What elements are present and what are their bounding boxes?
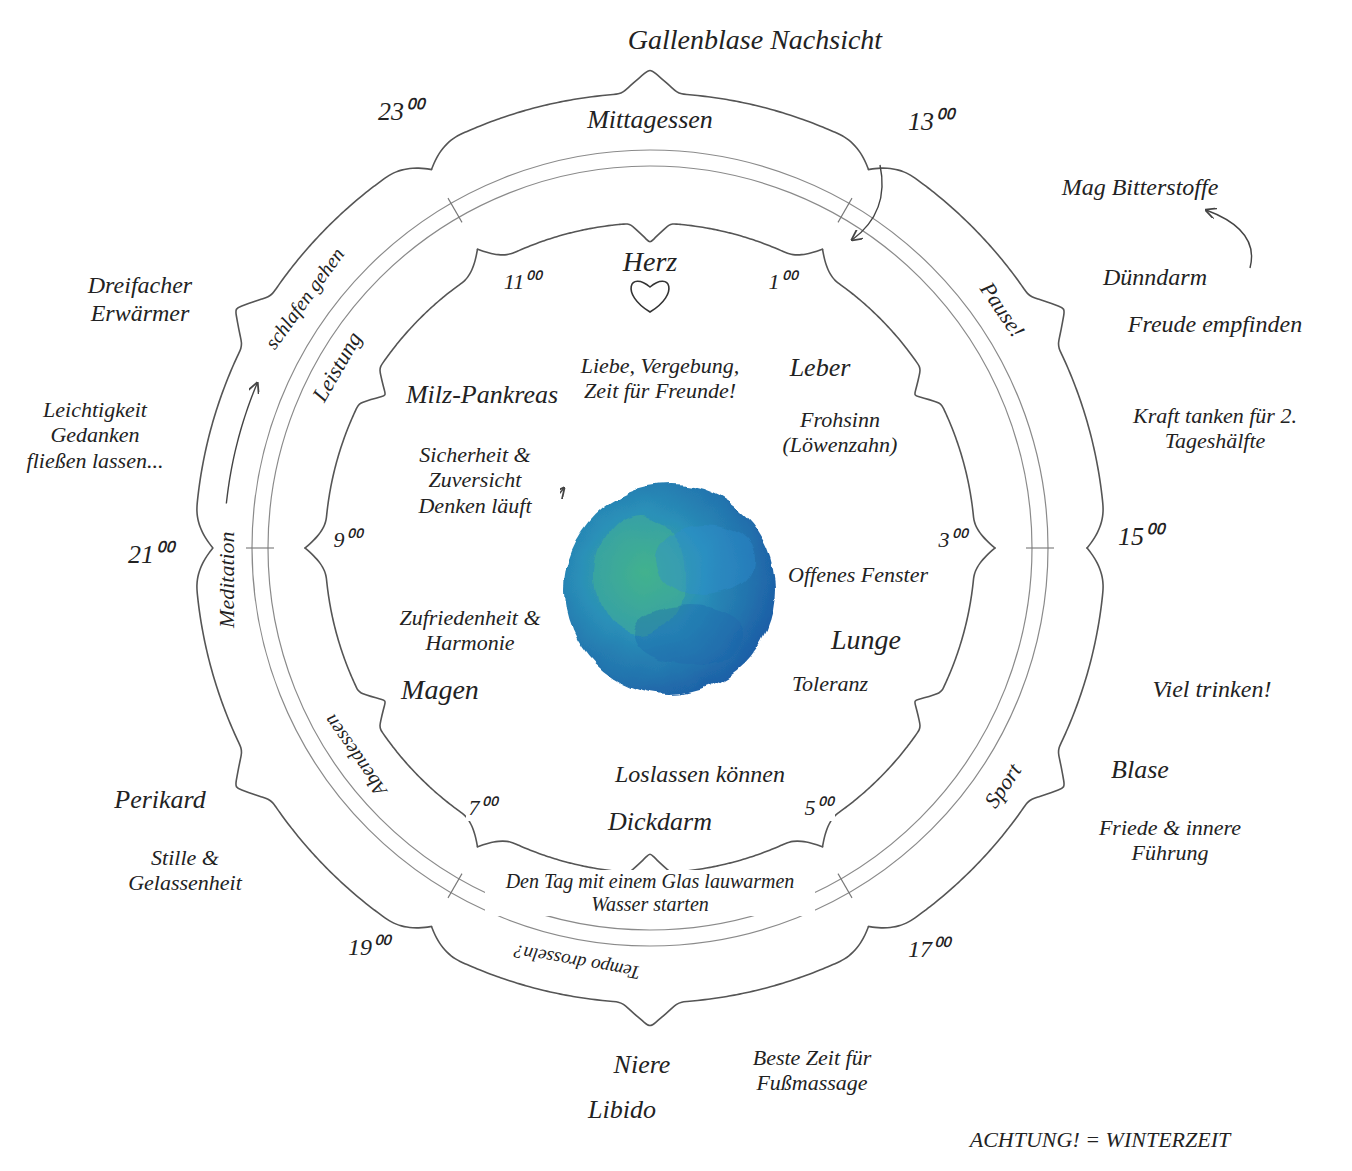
time-label: 19⁰⁰: [345, 934, 391, 962]
time-label: 11⁰⁰: [501, 269, 543, 294]
ring-note: Abendessen: [317, 707, 393, 802]
organ-name: Niere: [611, 1050, 674, 1080]
note-text: Viel trinken!: [1150, 676, 1275, 704]
quality-text: Freude empfinden: [1125, 311, 1305, 339]
note-text: Mag Bitterstoffe: [1059, 174, 1222, 202]
ring-note: Leistung: [306, 325, 369, 408]
ring-tick: [448, 874, 462, 898]
ring-tick: [838, 874, 852, 898]
note-text: Beste Zeit für Fußmassage: [722, 1045, 902, 1096]
quality-text: Liebe, Vergebung, Zeit für Freunde!: [560, 353, 760, 404]
time-label: 3⁰⁰: [936, 527, 969, 552]
time-label: 21⁰⁰: [125, 540, 175, 570]
quality-text: Zufriedenheit & Harmonie: [383, 605, 558, 656]
quality-text: Toleranz: [789, 671, 871, 696]
organ-name: Gallenblase Nachsicht: [625, 24, 885, 56]
time-label: 17⁰⁰: [905, 936, 951, 964]
inner-brace: [823, 249, 996, 548]
note-text: Offenes Fenster: [785, 562, 931, 587]
time-label: 23⁰⁰: [375, 97, 425, 127]
quality-text: Frohsinn (Löwenzahn): [765, 407, 915, 458]
quality-text: Sicherheit & Zuversicht Denken läuft: [390, 442, 560, 518]
quality-text: Leichtigkeit Gedanken fließen lassen...: [20, 397, 170, 473]
tick-group: [246, 198, 1054, 898]
outer-brace: [432, 926, 869, 1025]
time-label: 1⁰⁰: [766, 269, 799, 294]
ring-note: Pause!: [974, 275, 1032, 345]
time-label: 15⁰⁰: [1115, 522, 1165, 552]
leader-arrow: [1206, 210, 1252, 268]
ring-note: Tempo drosseln?: [509, 940, 645, 985]
blob-base: [565, 485, 775, 695]
outer-brace: [432, 70, 869, 169]
time-label: 7⁰⁰: [466, 795, 499, 820]
brace-group: [197, 70, 1103, 1025]
quality-text: Libido: [585, 1095, 659, 1125]
blob-wash: [635, 605, 745, 665]
outer-brace: [869, 548, 1104, 928]
inner-brace: [478, 841, 823, 872]
outer-ring: [252, 150, 1048, 946]
organ-name: Herz: [620, 246, 680, 278]
organ-name: Magen: [398, 674, 482, 706]
organ-name: Dickdarm: [605, 807, 715, 837]
inner-ring: [268, 166, 1032, 930]
time-label: 5⁰⁰: [802, 795, 835, 820]
organ-name: Dreifacher Erwärmer: [70, 272, 210, 327]
quality-text: Stille & Gelassenheit: [100, 845, 270, 896]
organ-name: Milz-Pankreas: [403, 380, 561, 410]
organ-name: Dünndarm: [1100, 264, 1210, 292]
note-text: Kraft tanken für 2. Tageshälfte: [1105, 403, 1325, 454]
clock-rings: [252, 150, 1048, 946]
heart-symbol: [631, 281, 669, 312]
organ-name: Perikard: [111, 785, 208, 815]
blob-wash: [655, 525, 755, 595]
warning-note: ACHTUNG! = WINTERZEIT: [967, 1127, 1234, 1152]
leader-arrow: [226, 383, 257, 504]
ring-tick: [838, 198, 852, 222]
leader-arrow: [852, 165, 882, 240]
outer-brace: [869, 168, 1104, 548]
ring-note: Mittagessen: [584, 105, 716, 135]
ring-note: Den Tag mit einem Glas lauwarmen Wasser …: [485, 870, 815, 916]
time-label: 13⁰⁰: [905, 107, 955, 137]
organ-name: Lunge: [828, 624, 904, 656]
inner-brace: [823, 548, 996, 847]
ring-note: Meditation: [213, 529, 238, 632]
watercolor-blob: [565, 485, 775, 695]
quality-text: Friede & innere Führung: [1075, 815, 1265, 866]
organ-name: Leber: [787, 353, 854, 383]
quality-text: Loslassen können: [612, 761, 788, 789]
ring-tick: [1026, 547, 1054, 548]
ring-tick: [246, 547, 274, 548]
ring-tick: [448, 198, 462, 222]
organ-name: Blase: [1108, 755, 1172, 785]
ring-note: Sport: [978, 757, 1029, 816]
time-label: 9⁰⁰: [331, 527, 364, 552]
